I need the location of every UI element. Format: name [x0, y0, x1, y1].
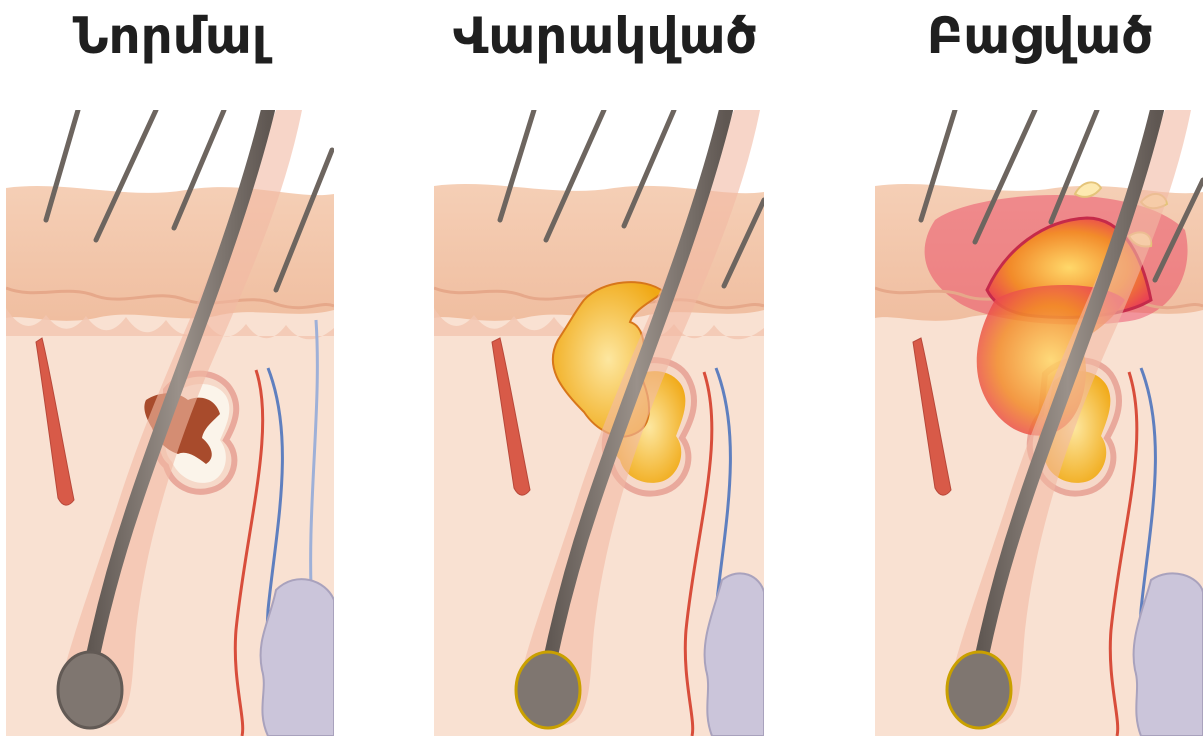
- diagram-panel-inflamed: [875, 110, 1203, 736]
- skin-cross-section-blocked: [434, 110, 764, 736]
- panel-title-normal: Նորմալ: [20, 6, 320, 66]
- epidermis-layer: [6, 186, 334, 321]
- hair-bulb: [58, 652, 122, 728]
- hair-bulb: [516, 652, 580, 728]
- hair-bulb: [947, 652, 1011, 728]
- skin-cross-section-normal: [6, 110, 334, 736]
- panel-title-blocked: Վարակված: [440, 6, 770, 66]
- diagram-panel-blocked: [434, 110, 764, 736]
- skin-cross-section-inflamed: [875, 110, 1203, 736]
- diagram-panel-normal: [6, 110, 334, 736]
- panel-title-inflamed: Բացված: [880, 6, 1200, 66]
